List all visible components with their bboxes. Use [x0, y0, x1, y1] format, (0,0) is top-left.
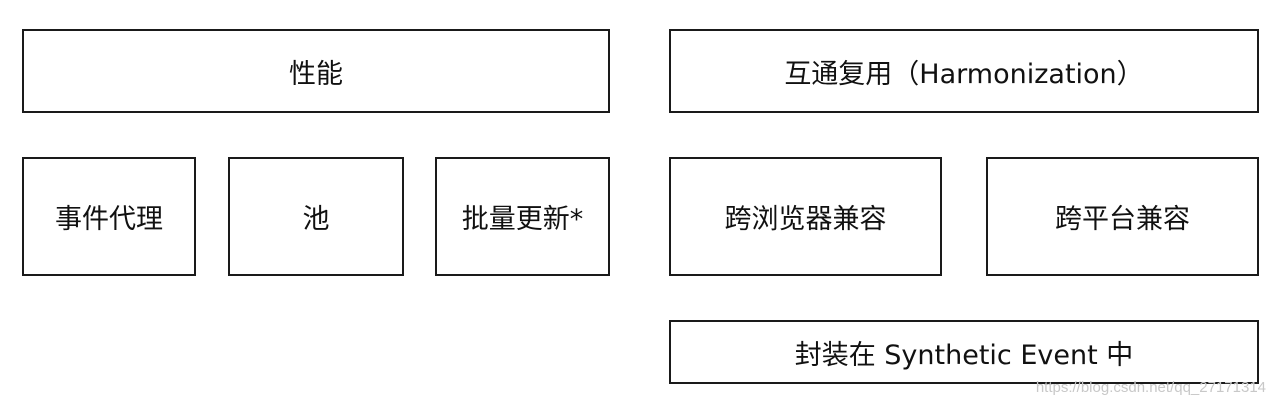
- cross-platform-box: 跨平台兼容: [986, 157, 1259, 276]
- event-delegation-box: 事件代理: [22, 157, 196, 276]
- synthetic-event-label: 封装在 Synthetic Event 中: [794, 339, 1134, 371]
- cross-browser-box: 跨浏览器兼容: [669, 157, 942, 276]
- cross-browser-label: 跨浏览器兼容: [724, 204, 887, 235]
- batch-update-label: 批量更新*: [461, 204, 584, 235]
- event-delegation-label: 事件代理: [55, 204, 163, 235]
- harmonization-header-box: 互通复用（Harmonization）: [669, 29, 1259, 113]
- pool-box: 池: [228, 157, 404, 276]
- synthetic-event-box: 封装在 Synthetic Event 中: [669, 320, 1259, 384]
- watermark: https://blog.csdn.net/qq_27171314: [1035, 379, 1266, 396]
- performance-header-label: 性能: [289, 58, 343, 90]
- pool-label: 池: [302, 204, 330, 235]
- cross-platform-label: 跨平台兼容: [1055, 204, 1190, 235]
- performance-header-box: 性能: [22, 29, 610, 113]
- batch-update-box: 批量更新*: [435, 157, 610, 276]
- harmonization-header-label: 互通复用（Harmonization）: [784, 58, 1144, 90]
